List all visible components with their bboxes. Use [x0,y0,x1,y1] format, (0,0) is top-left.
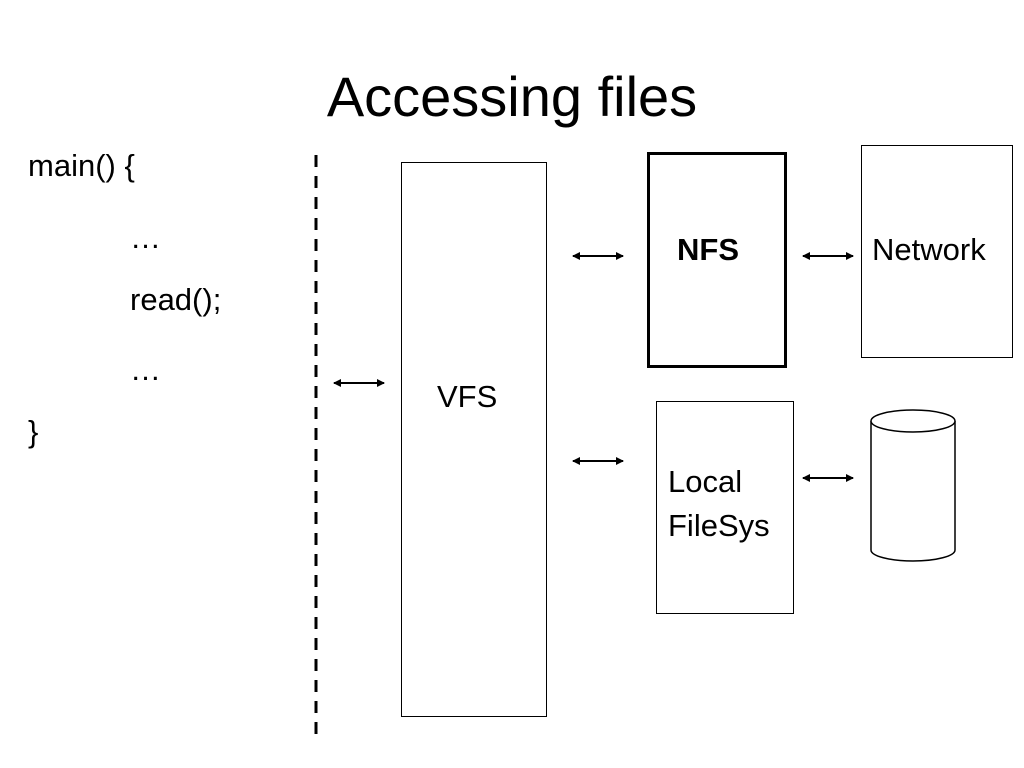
nfs-label: NFS [677,232,739,267]
vfs-box [401,162,547,717]
code-line-main: main() { [28,148,135,183]
local-filesys-label-line1: Local [668,464,743,499]
code-line-ellipsis-2: … [130,352,161,387]
slide-title: Accessing files [326,65,698,128]
disk-cylinder-icon [870,409,956,562]
vfs-label: VFS [437,379,498,414]
network-box [861,145,1013,358]
local-filesys-label-line2: FileSys [668,508,770,543]
local-filesys-box [656,401,794,614]
nfs-box [647,152,787,368]
code-line-read: read(); [130,282,222,317]
code-line-close-brace: } [28,414,39,449]
network-label: Network [872,232,986,267]
code-line-ellipsis-1: … [130,220,161,255]
